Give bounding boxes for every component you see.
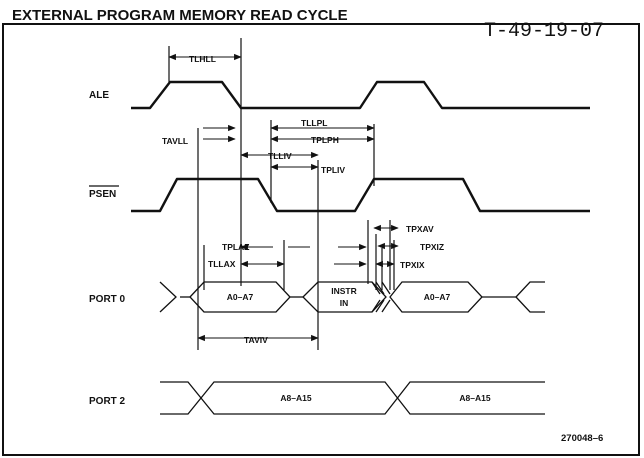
document-code: T-49-19-07 [484, 20, 604, 43]
figure-id: 270048–6 [561, 433, 603, 444]
timing-label-tavll: TAVLL [162, 136, 188, 146]
diagram-frame [2, 23, 640, 456]
signal-label-psen: PSEN [89, 189, 116, 200]
port0-address-low: A0–A7 [227, 292, 254, 302]
port0-instr-line1: INSTR [331, 286, 357, 296]
timing-label-tplph: TPLPH [311, 135, 339, 145]
timing-label-tpxiz: TPXIZ [420, 242, 444, 252]
signal-label-ale: ALE [89, 90, 109, 101]
timing-label-tlliv: TLLIV [268, 151, 292, 161]
timing-label-tpxix: TPXIX [400, 260, 425, 270]
timing-label-tllax: TLLAX [208, 259, 236, 269]
timing-label-tpxav: TPXAV [406, 224, 434, 234]
port0-address-low-next: A0–A7 [424, 292, 451, 302]
timing-label-taviv: TAVIV [244, 335, 268, 345]
port2-address-high-next: A8–A15 [459, 393, 490, 403]
port2-bus [160, 381, 545, 415]
signal-label-port0: PORT 0 [89, 294, 126, 305]
timing-label-tllpl: TLLPL [301, 118, 327, 128]
timing-label-tlhll: TLHLL [189, 54, 216, 64]
timing-label-tplaz: TPLAZ [222, 242, 249, 252]
port2-address-high: A8–A15 [280, 393, 311, 403]
timing-arrows [168, 53, 399, 342]
port0-instr-line2: IN [340, 298, 349, 308]
timing-label-tpliv: TPLIV [321, 165, 345, 175]
psen-waveform [131, 177, 590, 213]
signal-label-port2: PORT 2 [89, 396, 126, 407]
diagram-title: EXTERNAL PROGRAM MEMORY READ CYCLE [12, 7, 348, 24]
ale-waveform [131, 80, 590, 110]
reference-lines [168, 38, 395, 350]
